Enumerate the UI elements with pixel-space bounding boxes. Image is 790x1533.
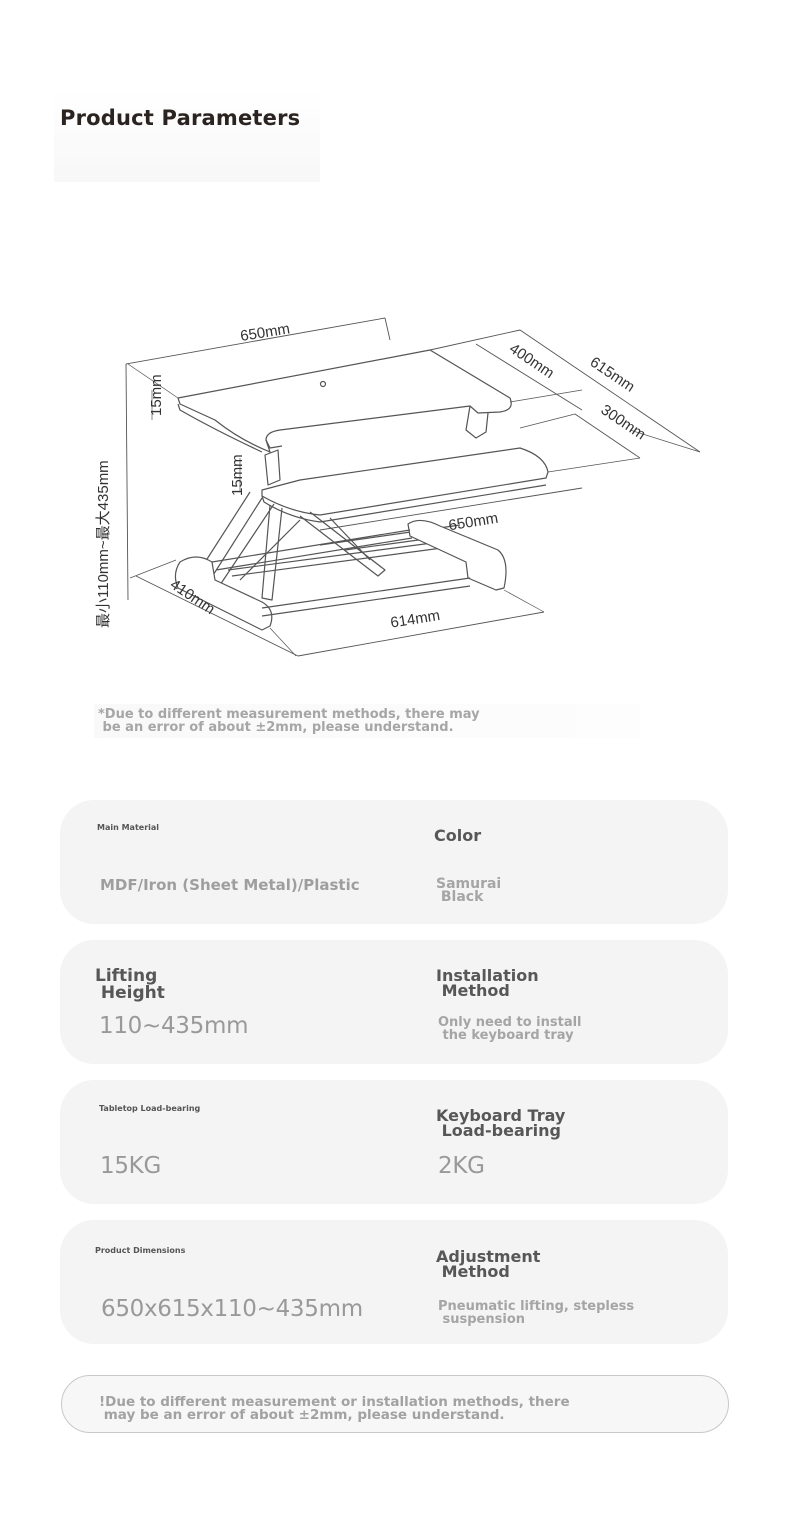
page-title: Product Parameters [60,106,301,130]
label-color: Color [434,826,482,845]
dim-height-range: 最小110mm~最大435mm [95,460,112,628]
value-install-line2: the keyboard tray [438,1028,574,1043]
value-adjust-line1: Pneumatic lifting, stepless [438,1299,635,1314]
dim-thickness-tray: 15mm [229,454,246,496]
label-adjust-line2: Method [436,1262,510,1281]
dim-base-width: 614mm [389,607,441,632]
label-lifting-height: Lifting Height [95,968,165,1002]
value-install-line1: Only need to install [438,1015,582,1030]
dim-thickness-top: 15mm [148,374,165,416]
value-color: Samurai Black [436,876,502,905]
product-diagram: 650mm 400mm 615mm 300mm 15mm 15mm 最小110m… [0,280,790,680]
note-line-2: be an error of about ±2mm, please unders… [98,720,454,735]
label-tabletop-load: Tabletop Load-bearing [99,1104,201,1113]
label-kb-line2: Load-bearing [436,1121,561,1140]
label-install-line2: Method [436,981,510,1000]
label-lifting-line1: Lifting [95,966,158,986]
measurement-note: *Due to different measurement methods, t… [94,704,640,738]
param-card-load: Tabletop Load-bearing 15KG Keyboard Tray… [60,1080,728,1204]
label-adjustment-method: Adjustment Method [436,1247,541,1281]
value-color-line2: Black [436,889,484,905]
footer-note: !Due to different measurement or install… [61,1375,729,1433]
label-kb-line1: Keyboard Tray [436,1106,566,1125]
title-backdrop [54,90,320,182]
value-installation-method: Only need to install the keyboard tray [438,1016,582,1042]
param-card-dimensions: Product Dimensions 650x615x110~435mm Adj… [60,1220,728,1344]
value-lifting-height: 110~435mm [99,1013,249,1039]
standing-desk-drawing: 650mm 400mm 615mm 300mm 15mm 15mm 最小110m… [95,317,701,657]
value-tabletop-load: 15KG [100,1153,161,1179]
dim-depth-top: 400mm [506,340,557,382]
label-main-material: Main Material [97,823,160,832]
label-install-line1: Installation [436,966,539,985]
label-product-dimensions: Product Dimensions [95,1246,186,1255]
value-product-dimensions: 650x615x110~435mm [101,1296,363,1322]
label-installation-method: Installation Method [436,966,539,1000]
footer-note-line-1: !Due to different measurement or install… [99,1394,570,1410]
note-line-1: *Due to different measurement methods, t… [98,707,480,722]
param-card-material: Main Material MDF/Iron (Sheet Metal)/Pla… [60,800,728,924]
value-keyboard-load: 2KG [438,1153,485,1179]
footer-note-line-2: may be an error of about ±2mm, please un… [99,1407,505,1423]
label-lifting-line2: Height [95,983,165,1003]
dim-width-top: 650mm [239,320,291,345]
value-adjust-line2: suspension [438,1312,526,1327]
dim-depth-tray: 300mm [598,401,649,443]
value-color-line1: Samurai [436,876,502,892]
label-keyboard-load: Keyboard Tray Load-bearing [436,1106,566,1140]
dim-width-tray: 650mm [447,510,499,535]
value-adjustment-method: Pneumatic lifting, stepless suspension [438,1300,634,1326]
dim-depth-total: 615mm [587,354,638,396]
param-card-lifting: Lifting Height 110~435mm Installation Me… [60,940,728,1064]
label-adjust-line1: Adjustment [436,1247,541,1266]
value-main-material: MDF/Iron (Sheet Metal)/Plastic [100,876,360,894]
